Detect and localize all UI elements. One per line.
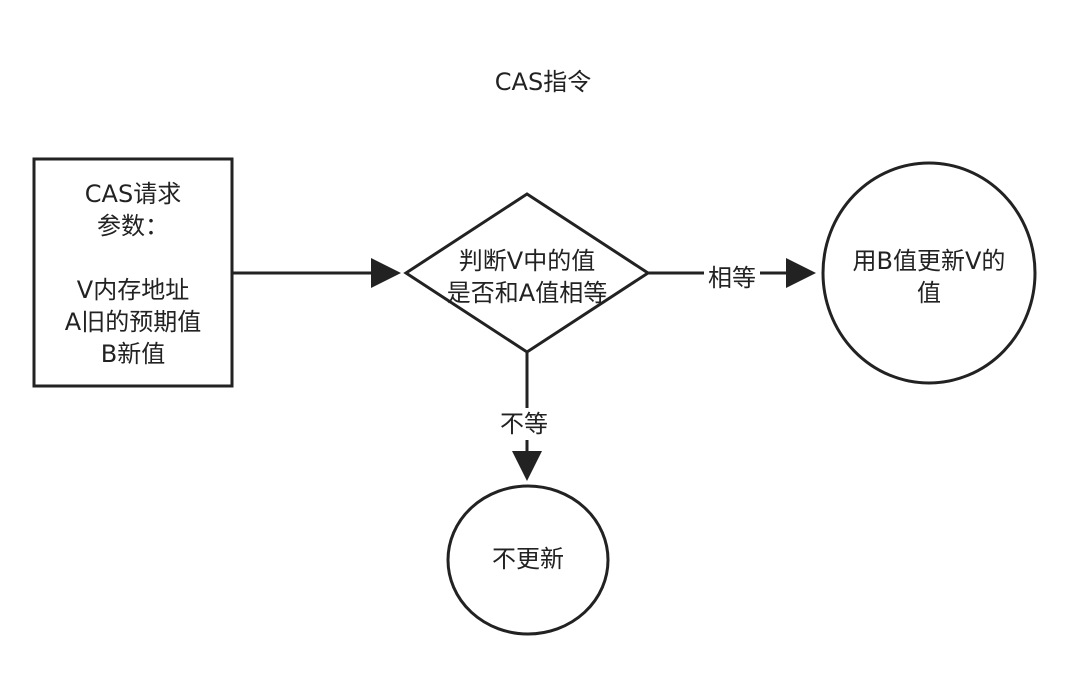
decision-line: 是否和A值相等 (446, 279, 608, 307)
no-update-circle (446, 484, 610, 636)
request-line: 参数： (97, 212, 169, 240)
edge-label-equal: 相等 (704, 262, 760, 294)
request-line (34, 242, 232, 274)
decision-line: 判断V中的值 (458, 247, 596, 275)
update-line: 用B值更新V的 (852, 247, 1006, 275)
edge-label-not-equal: 不等 (496, 408, 552, 440)
update-label: 用B值更新V的 值 (829, 245, 1029, 309)
request-line: B新值 (100, 340, 166, 368)
request-line: A旧的预期值 (64, 308, 202, 336)
request-box-label: CAS请求 参数： V内存地址 A旧的预期值 B新值 (34, 178, 232, 370)
diagram-title-text: CAS指令 (494, 68, 592, 96)
decision-label: 判断V中的值 是否和A值相等 (407, 245, 647, 309)
no-update-line: 不更新 (492, 545, 564, 573)
request-line: CAS请求 (84, 180, 182, 208)
update-line: 值 (917, 279, 941, 307)
update-circle (821, 161, 1037, 385)
no-update-label: 不更新 (448, 543, 608, 575)
diagram-title: CAS指令 (443, 66, 643, 98)
request-line: V内存地址 (76, 276, 190, 304)
